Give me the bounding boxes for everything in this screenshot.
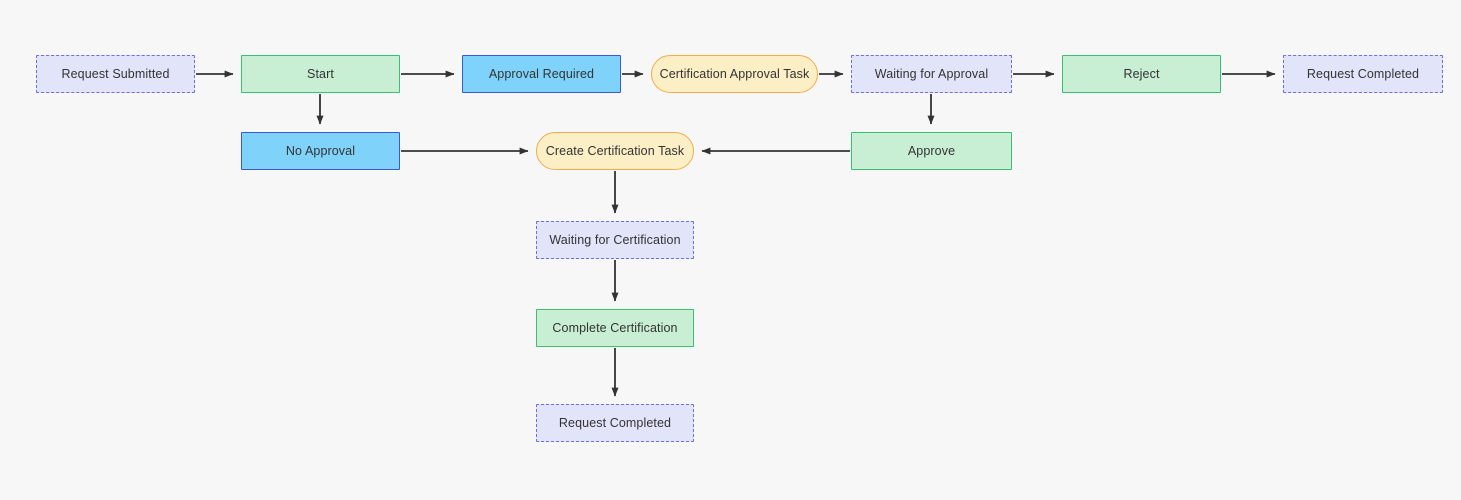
node-reject[interactable]: Reject (1062, 55, 1221, 93)
node-label: Waiting for Certification (549, 232, 681, 247)
node-request-completed-bottom[interactable]: Request Completed (536, 404, 694, 442)
node-label: Certification Approval Task (659, 66, 810, 81)
node-complete-certification[interactable]: Complete Certification (536, 309, 694, 347)
node-start[interactable]: Start (241, 55, 400, 93)
node-label: Request Completed (558, 415, 672, 430)
node-no-approval[interactable]: No Approval (241, 132, 400, 170)
node-approval-required[interactable]: Approval Required (462, 55, 621, 93)
node-request-completed-right[interactable]: Request Completed (1283, 55, 1443, 93)
node-waiting-for-approval[interactable]: Waiting for Approval (851, 55, 1012, 93)
node-label: Request Submitted (61, 66, 170, 81)
node-request-submitted[interactable]: Request Submitted (36, 55, 195, 93)
node-label: Start (307, 66, 334, 81)
node-create-certification-task[interactable]: Create Certification Task (536, 132, 694, 170)
node-label: Waiting for Approval (874, 66, 989, 81)
node-label: Reject (1123, 66, 1160, 81)
node-approve[interactable]: Approve (851, 132, 1012, 170)
node-waiting-for-certification[interactable]: Waiting for Certification (536, 221, 694, 259)
node-label: Complete Certification (552, 320, 678, 335)
node-label: Approve (907, 143, 956, 158)
node-label: Create Certification Task (545, 143, 685, 158)
node-certification-approval-task[interactable]: Certification Approval Task (651, 55, 818, 93)
node-label: Approval Required (488, 66, 595, 81)
node-label: No Approval (285, 143, 356, 158)
node-label: Request Completed (1306, 66, 1420, 81)
